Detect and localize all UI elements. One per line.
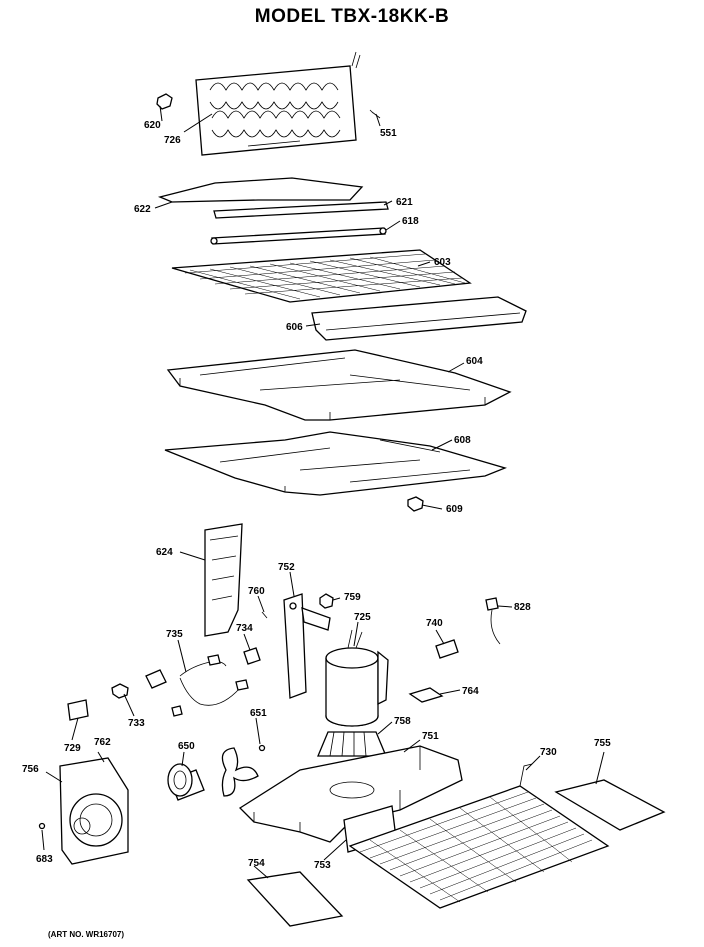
label-754: 754: [248, 858, 265, 869]
label-729: 729: [64, 743, 81, 754]
part-751-base-pan: [238, 745, 463, 843]
label-603: 603: [434, 257, 451, 268]
part-760-screw: [261, 611, 268, 619]
label-650: 650: [178, 741, 195, 752]
label-762: 762: [94, 737, 111, 748]
label-618: 618: [402, 216, 419, 227]
label-624: 624: [156, 547, 173, 558]
label-760: 760: [248, 586, 265, 597]
label-753: 753: [314, 860, 331, 871]
label-620: 620: [144, 120, 161, 131]
part-740-relay: [435, 639, 459, 659]
label-740: 740: [426, 618, 443, 629]
part-604-shelf: [166, 349, 512, 421]
part-651-fan-blade: [221, 744, 266, 797]
label-828: 828: [514, 602, 531, 613]
label-752: 752: [278, 562, 295, 573]
part-603-shelf: [171, 249, 472, 303]
label-733: 733: [128, 718, 145, 729]
label-755: 755: [594, 738, 611, 749]
part-764-cover: [408, 687, 444, 703]
leader-lines: [41, 105, 605, 879]
part-730-condenser: [348, 763, 610, 909]
label-764: 764: [462, 686, 479, 697]
label-730: 730: [540, 747, 557, 758]
label-621: 621: [396, 197, 413, 208]
part-734-plug: [243, 647, 261, 665]
part-755-panel: [554, 779, 666, 831]
part-756-shroud: [59, 757, 129, 865]
part-729-capacitor: [67, 699, 89, 721]
part-758-mount: [317, 731, 387, 757]
label-735: 735: [166, 629, 183, 640]
label-622: 622: [134, 204, 151, 215]
diagram-title: MODEL TBX-18KK-B: [254, 6, 450, 27]
part-620-clip: [156, 93, 173, 110]
label-551: 551: [380, 128, 397, 139]
part-labels: 620 726 551 622 621 618 603 606 604 608 …: [22, 120, 611, 871]
part-759-grommet: [319, 593, 334, 609]
part-618-heater: [210, 227, 387, 245]
label-606: 606: [286, 322, 303, 333]
part-828-cord: [485, 597, 501, 645]
label-604: 604: [466, 356, 483, 367]
label-751: 751: [422, 731, 439, 742]
label-734: 734: [236, 623, 253, 634]
part-726-evaporator: [195, 51, 361, 156]
part-609-clip: [407, 496, 424, 512]
label-608: 608: [454, 435, 471, 446]
label-726: 726: [164, 135, 181, 146]
part-735-harness: [145, 654, 249, 717]
part-622-cover: [157, 177, 364, 203]
part-683-screw: [38, 822, 46, 830]
part-624-duct: [204, 523, 243, 637]
label-683: 683: [36, 854, 53, 865]
part-752-bracket: [283, 593, 331, 699]
label-609: 609: [446, 504, 463, 515]
label-651: 651: [250, 708, 267, 719]
part-608-tray: [164, 431, 507, 496]
label-756: 756: [22, 764, 39, 775]
label-758: 758: [394, 716, 411, 727]
part-733-clip: [111, 683, 129, 699]
part-650-fan-motor: [167, 763, 205, 801]
part-754-panel: [246, 871, 344, 927]
part-725-compressor: [325, 629, 389, 727]
label-725: 725: [354, 612, 371, 623]
art-number: (ART NO. WR16707): [48, 930, 125, 939]
part-606-bracket: [311, 296, 527, 341]
label-759: 759: [344, 592, 361, 603]
part-621-rail: [213, 201, 389, 219]
part-551-screw: [369, 109, 381, 119]
